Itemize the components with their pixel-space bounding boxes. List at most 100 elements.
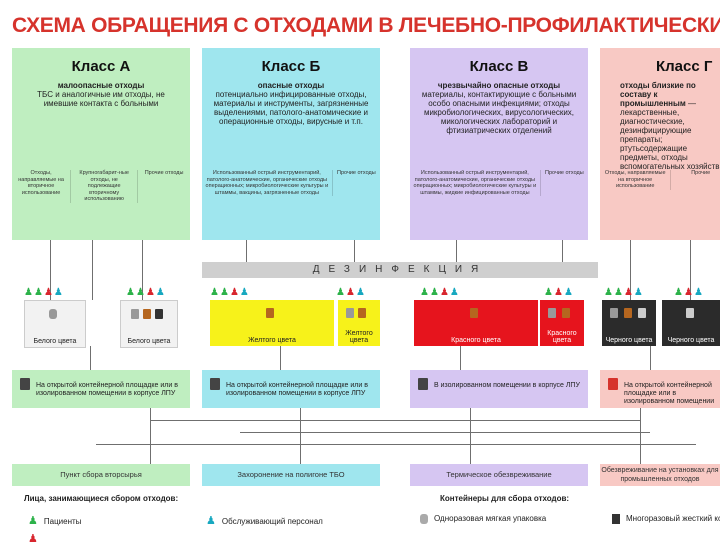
connector-line	[640, 408, 641, 464]
class-a-sub-3: Прочие отходы	[137, 170, 190, 203]
class-g-panel: Класс Г отходы близкие по составу к пром…	[600, 48, 720, 240]
hard-pack-icon	[470, 308, 478, 318]
legend-label: Обслуживающий персонал	[221, 517, 323, 526]
connector-line	[142, 240, 143, 300]
class-v-panel: Класс В чрезвычайно опасные отходы матер…	[410, 48, 588, 240]
class-b-sub-1: Использованный острый инструментарий, па…	[205, 170, 329, 196]
storage-class-g: На открытой контейнерной площадке или в …	[600, 370, 720, 408]
connector-line	[460, 346, 461, 370]
container-label: Красного цвета	[547, 330, 577, 344]
patient-icon: ♟	[43, 287, 54, 298]
container-white-a1: Белого цвета	[24, 300, 86, 348]
class-a-persons: ♟♟♟♟	[24, 287, 64, 298]
container-label: Белого цвета	[33, 338, 77, 345]
outcome-text: Пункт сбора вторсырья	[60, 470, 142, 479]
class-b-panel: Класс Б опасные отходы потенциально инфи…	[202, 48, 380, 240]
class-v-sub-2: Прочие отходы	[539, 170, 588, 196]
class-g-sub-2: Прочие	[670, 170, 720, 190]
staff-icon: ♟	[355, 287, 366, 298]
class-a-sub-2: Крупногабарит-ные отходы, не подлежащие …	[70, 170, 137, 203]
patient-icon: ♟	[683, 287, 694, 298]
class-b-description: опасные отходы потенциально инфицированн…	[210, 81, 372, 126]
reusable-container-icon	[20, 378, 30, 390]
legend-containers-header: Контейнеры для сбора отходов:	[440, 494, 570, 503]
storage-text: На открытой контейнерной площадке или в …	[36, 382, 178, 397]
patient-icon: ♟♟	[126, 287, 146, 298]
container-label: Белого цвета	[127, 338, 171, 345]
legend-label: Многоразовый жесткий контейнер	[626, 514, 720, 524]
hard-pack-icon	[266, 308, 274, 318]
connector-line	[630, 240, 631, 300]
staff-icon: ♟	[53, 287, 64, 298]
connector-line	[246, 240, 247, 262]
outcome-text: Обезвреживание на установках для промышл…	[601, 467, 719, 483]
soft-pack-icon	[548, 308, 556, 318]
class-g-subcategories: Отходы, направляемые на вторичное исполь…	[600, 170, 720, 190]
patient-icon: ♟♟	[604, 287, 624, 298]
class-b-desc-text: потенциально инфицированные отходы, мате…	[213, 90, 369, 126]
patient-icon: ♟	[145, 287, 156, 298]
outcome-class-v: Термическое обезвреживание	[410, 464, 588, 486]
class-v-sub-1: Использованный острый инструментарий, па…	[413, 170, 537, 196]
class-a-description: малоопасные отходы ТБС и аналогичные им …	[20, 81, 182, 108]
reusable-container-icon	[155, 309, 163, 319]
connector-line	[562, 240, 563, 262]
class-b-persons-2: ♟♟♟	[336, 287, 366, 298]
class-a-desc-bold: малоопасные отходы	[57, 81, 145, 90]
connector-line	[456, 240, 457, 262]
staff-icon: ♟	[239, 287, 250, 298]
class-g-title: Класс Г	[656, 58, 713, 75]
patient-icon: ♟	[28, 515, 38, 527]
staff-icon: ♟	[449, 287, 460, 298]
connector-line	[50, 240, 51, 300]
legend-patients-red: ♟	[28, 532, 38, 545]
soft-pack-icon	[346, 308, 354, 318]
class-g-desc-bold: отходы близкие по составу к промышленным	[620, 81, 696, 108]
connector-line	[92, 240, 93, 300]
storage-class-b: На открытой контейнерной площадке или в …	[202, 370, 380, 408]
class-g-sub-1: Отходы, направляемые на вторичное исполь…	[604, 170, 666, 189]
container-label: Желтого цвета	[248, 337, 296, 344]
connector-line	[150, 408, 151, 464]
class-a-title: Класс А	[71, 58, 131, 75]
class-v-subcategories: Использованный острый инструментарий, па…	[410, 170, 588, 196]
soft-pack-icon	[49, 309, 57, 319]
hard-pack-icon	[562, 308, 570, 318]
connector-line	[354, 240, 355, 262]
class-b-persons: ♟♟♟♟	[210, 287, 250, 298]
class-v-desc-bold: чрезвычайно опасные отходы	[437, 81, 561, 90]
storage-text: На открытой контейнерной площадке или в …	[226, 382, 368, 397]
container-red-v1: Красного цвета	[414, 300, 538, 346]
connector-line	[690, 240, 691, 300]
reusable-container-icon	[638, 308, 646, 318]
reusable-container-icon	[608, 378, 618, 390]
class-a-persons-2: ♟♟♟♟	[126, 287, 166, 298]
connector-line	[280, 346, 281, 370]
container-black-g2: Черного цвета	[662, 300, 720, 346]
hard-pack-icon	[624, 308, 632, 318]
reusable-container-icon	[686, 308, 694, 318]
outcome-text: Захоронение на полигоне ТБО	[237, 470, 345, 479]
class-a-panel: Класс А малоопасные отходы ТБС и аналоги…	[12, 48, 190, 240]
class-v-desc-text: материалы, контактирующие с больными осо…	[421, 90, 577, 135]
connector-line	[150, 420, 640, 421]
patient-icon: ♟	[544, 287, 554, 298]
storage-class-a: На открытой контейнерной площадке или в …	[12, 370, 190, 408]
legend-label: Пациенты	[43, 517, 82, 526]
legend-persons-header: Лица, занимающиеся сбором отходов:	[24, 494, 179, 503]
class-g-description: отходы близкие по составу к промышленным…	[620, 81, 720, 171]
patient-icon: ♟	[229, 287, 240, 298]
patient-icon: ♟♟	[420, 287, 440, 298]
outcome-class-a: Пункт сбора вторсырья	[12, 464, 190, 486]
soft-pack-icon	[420, 514, 428, 524]
container-yellow-b1: Желтого цвета	[210, 300, 334, 346]
container-label: Черного цвета	[605, 337, 653, 344]
patient-icon: ♟	[439, 287, 450, 298]
class-v-title: Класс В	[469, 58, 529, 75]
legend-staff: ♟Обслуживающий персонал	[206, 514, 323, 527]
hard-pack-icon	[143, 309, 151, 319]
class-a-desc-text: ТБС и аналогичные им отходы, не имевшие …	[37, 90, 165, 108]
class-b-title: Класс Б	[261, 58, 321, 75]
class-g-persons: ♟♟♟♟	[604, 287, 644, 298]
connector-line	[300, 408, 301, 464]
